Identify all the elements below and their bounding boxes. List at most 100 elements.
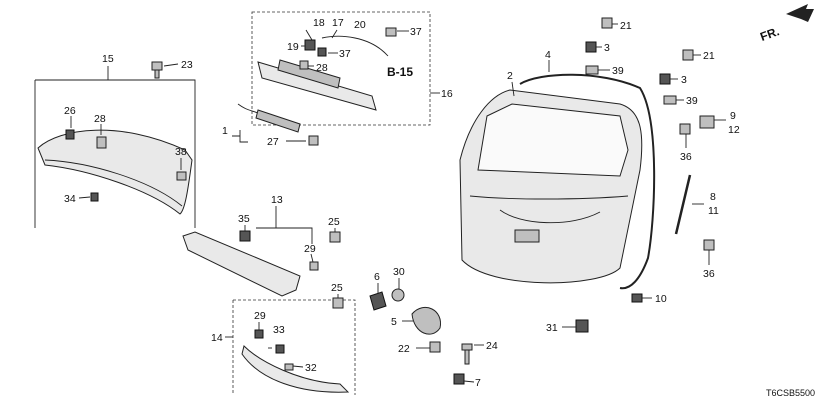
tailgate-window-opening [477, 103, 629, 177]
group-16-frame [251, 11, 431, 126]
leader-18 [305, 29, 313, 41]
leader-1 [232, 130, 248, 143]
part-26-clip [65, 129, 75, 140]
part-25-bolt-a [329, 231, 341, 243]
part-29-clip [309, 261, 319, 271]
label-14: 14 [211, 332, 223, 344]
label-21b: 21 [703, 50, 715, 62]
label-11: 11 [708, 205, 719, 217]
tailgate-garnish [182, 231, 301, 297]
label-3b: 3 [681, 74, 687, 86]
label-33: 33 [273, 324, 285, 336]
part-23-bolt [151, 61, 163, 79]
label-39a: 39 [612, 65, 624, 77]
group-15-frame [35, 79, 196, 228]
part-37-screw-b [385, 27, 397, 37]
label-21a: 21 [620, 20, 632, 32]
part-3-clip-a [585, 41, 597, 53]
label-9: 9 [730, 110, 736, 122]
label-25b: 25 [331, 282, 343, 294]
label-10: 10 [655, 293, 667, 305]
label-37b: 37 [410, 26, 422, 38]
diagram-code: T6CSB5500 [766, 388, 815, 398]
ref-label-b15: B-15 [387, 65, 413, 79]
label-3a: 3 [604, 42, 610, 54]
label-28b: 28 [316, 62, 328, 74]
leader-34 [78, 196, 91, 199]
tailgate-crossmember [469, 195, 629, 200]
label-8: 8 [710, 191, 716, 203]
part-31-switch [575, 319, 589, 333]
front-direction-label: FR. [758, 24, 781, 44]
part-32-clip [284, 363, 294, 371]
label-15: 15 [102, 53, 114, 65]
label-30: 30 [393, 266, 405, 278]
label-34: 34 [64, 193, 76, 205]
label-18: 18 [313, 17, 325, 29]
part-37-screw-a [317, 47, 327, 57]
label-7: 7 [475, 377, 481, 389]
leader-7 [463, 380, 475, 383]
part-35-clip [239, 230, 251, 242]
part-24-striker [461, 343, 473, 365]
label-29a: 29 [304, 243, 316, 255]
leader-2 [511, 81, 515, 97]
part-6-actuator [369, 291, 387, 311]
label-13: 13 [271, 194, 283, 206]
part-27-clip [308, 135, 319, 146]
leader-23 [163, 63, 179, 67]
part-39-bumper-b [663, 95, 677, 105]
part-36-bolt-b [703, 239, 715, 251]
tailgate-inner-line [499, 209, 601, 224]
label-31: 31 [546, 322, 558, 334]
label-23: 23 [181, 59, 193, 71]
label-1: 1 [222, 125, 228, 137]
part-38-screw [176, 171, 187, 181]
label-6: 6 [374, 271, 380, 283]
leader-32 [292, 365, 304, 368]
label-36b: 36 [703, 268, 715, 280]
part-33-clip [275, 344, 285, 354]
part-28-nut [299, 60, 309, 70]
part-8-strut [674, 174, 692, 235]
label-19: 19 [287, 41, 299, 53]
part-10-bumper [631, 293, 643, 303]
leader-13 [256, 206, 313, 244]
spoiler-edge [44, 159, 183, 207]
label-28a: 28 [94, 113, 106, 125]
label-2: 2 [507, 70, 513, 82]
label-20: 20 [354, 19, 366, 31]
lower-garnish [241, 345, 350, 393]
part-7-clip [453, 373, 465, 385]
label-32: 32 [305, 362, 317, 374]
part-34-clip [90, 192, 99, 202]
label-38: 38 [175, 146, 187, 158]
tailgate-latch-area [514, 229, 540, 243]
license-light [277, 59, 341, 89]
part-4-weatherstrip [519, 73, 656, 290]
label-39b: 39 [686, 95, 698, 107]
part-20-cable [321, 35, 389, 57]
group-14-frame [233, 299, 356, 395]
part-3-clip-b [659, 73, 671, 85]
label-12: 12 [728, 124, 740, 136]
front-arrow-icon [786, 4, 814, 22]
rear-spoiler [37, 129, 193, 215]
part-22-bolt [429, 341, 441, 353]
label-35: 35 [238, 213, 250, 225]
leader-29 [310, 253, 314, 263]
part-39-bumper-a [585, 65, 599, 75]
part-19-clip [304, 39, 316, 51]
part-21-bolt-b [682, 49, 694, 61]
part-1-light [255, 109, 301, 133]
label-29b: 29 [254, 310, 266, 322]
part-36-bolt-a [679, 123, 691, 135]
label-27: 27 [267, 136, 279, 148]
label-17: 17 [332, 17, 344, 29]
part-28-clip [96, 136, 107, 149]
part-30-clip [391, 288, 405, 302]
part-5-latch [411, 307, 441, 335]
label-37a: 37 [339, 48, 351, 60]
part-21-bolt-a [601, 17, 613, 29]
